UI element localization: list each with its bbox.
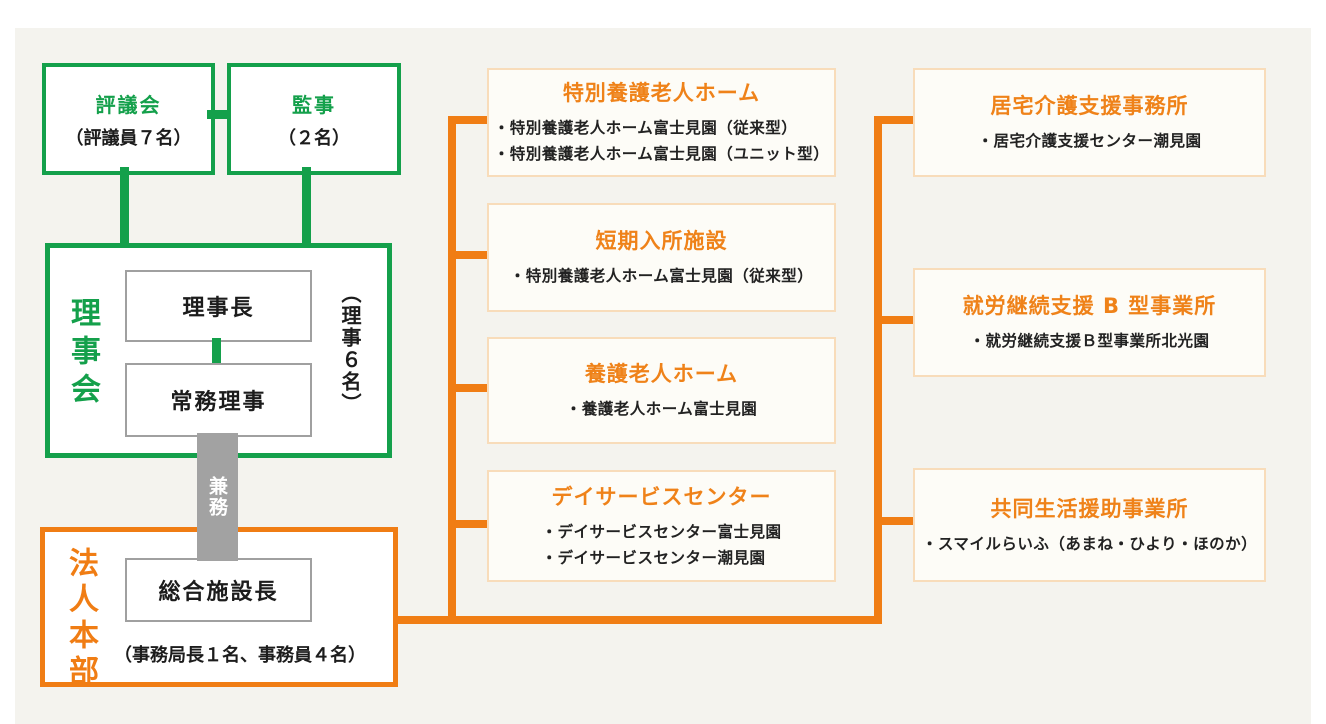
board-label: 理事会 xyxy=(65,297,100,411)
facility-title: 特別養護老人ホーム xyxy=(562,81,761,106)
office-box-kyoudou-seikatsu: 共同生活援助事業所 ・スマイルらいふ（あまね・ひより・ほのか） xyxy=(913,468,1266,582)
managing-director-label: 常務理事 xyxy=(170,390,267,415)
stub-facility-2 xyxy=(448,251,489,259)
facility-box-day-service: デイサービスセンター ・デイサービスセンター富士見園 ・デイサービスセンター潮見… xyxy=(487,470,836,582)
stub-facility-3 xyxy=(448,384,489,392)
connector-hq-main xyxy=(393,616,882,624)
office-box-shurou-keizoku: 就労継続支援 B 型事業所 ・就労継続支援Ｂ型事業所北光園 xyxy=(913,268,1266,377)
auditor-note: （２名） xyxy=(278,127,350,149)
facility-title: 短期入所施設 xyxy=(595,229,728,254)
office-item: ・就労継続支援Ｂ型事業所北光園 xyxy=(969,332,1210,351)
headquarters-staff-note: （事務局長１名、事務員４名） xyxy=(114,645,366,666)
facility-item: ・デイサービスセンター富士見園 xyxy=(541,522,782,541)
connector-council-auditor xyxy=(207,110,227,119)
headquarters-label: 法人本部 xyxy=(63,547,98,691)
concurrent-post-connector: 兼務 xyxy=(197,433,238,561)
facility-item: ・特別養護老人ホーム富士見園（ユニット型） xyxy=(493,145,830,163)
connector-council-board xyxy=(120,167,129,244)
trunk-offices xyxy=(874,116,882,624)
facility-item: ・デイサービスセンター潮見園 xyxy=(541,548,766,567)
connector-auditor-board xyxy=(302,167,311,244)
stub-office-1 xyxy=(874,116,915,124)
office-item: ・スマイルらいふ（あまね・ひより・ほのか） xyxy=(921,534,1258,553)
facility-title: 養護老人ホーム xyxy=(584,362,739,387)
office-item: ・居宅介護支援センター潮見園 xyxy=(977,132,1202,151)
stub-office-3 xyxy=(874,517,915,525)
facility-item: ・特別養護老人ホーム富士見園（従来型） xyxy=(493,119,798,138)
facility-box-tokubetsu-yougo: 特別養護老人ホーム ・特別養護老人ホーム富士見園（従来型） ・特別養護老人ホーム… xyxy=(487,68,836,177)
facility-director-box: 総合施設長 xyxy=(125,558,312,622)
connector-chairman-managing xyxy=(212,338,221,363)
auditor-title: 監事 xyxy=(292,92,336,117)
office-title: 居宅介護支援事務所 xyxy=(990,94,1189,119)
chairman-label: 理事長 xyxy=(182,296,255,321)
auditor-box: 監事 （２名） xyxy=(227,63,401,175)
managing-director-box: 常務理事 xyxy=(125,363,312,437)
stub-facility-1 xyxy=(448,116,489,124)
facility-box-tanki-nyusho: 短期入所施設 ・特別養護老人ホーム富士見園（従来型） xyxy=(487,203,836,312)
facility-title: デイサービスセンター xyxy=(551,484,772,509)
chairman-box: 理事長 xyxy=(125,270,312,342)
facility-director-label: 総合施設長 xyxy=(158,580,279,605)
facility-item: ・特別養護老人ホーム富士見園（従来型） xyxy=(509,267,814,286)
facility-box-yougo-home: 養護老人ホーム ・養護老人ホーム富士見園 xyxy=(487,337,836,444)
office-title: 共同生活援助事業所 xyxy=(990,496,1189,521)
board-members-note: （理事６名） xyxy=(338,283,362,415)
facility-item: ・養護老人ホーム富士見園 xyxy=(565,400,758,419)
office-title: 就労継続支援 B 型事業所 xyxy=(962,294,1217,319)
concurrent-label: 兼務 xyxy=(206,476,228,518)
office-box-kyotaku-kaigo: 居宅介護支援事務所 ・居宅介護支援センター潮見園 xyxy=(913,68,1266,177)
council-box: 評議会 （評議員７名） xyxy=(42,63,215,175)
trunk-facilities xyxy=(448,116,456,624)
stub-office-2 xyxy=(874,316,915,324)
stub-facility-4 xyxy=(448,520,489,528)
council-note: （評議員７名） xyxy=(65,127,192,149)
council-title: 評議会 xyxy=(95,92,162,117)
